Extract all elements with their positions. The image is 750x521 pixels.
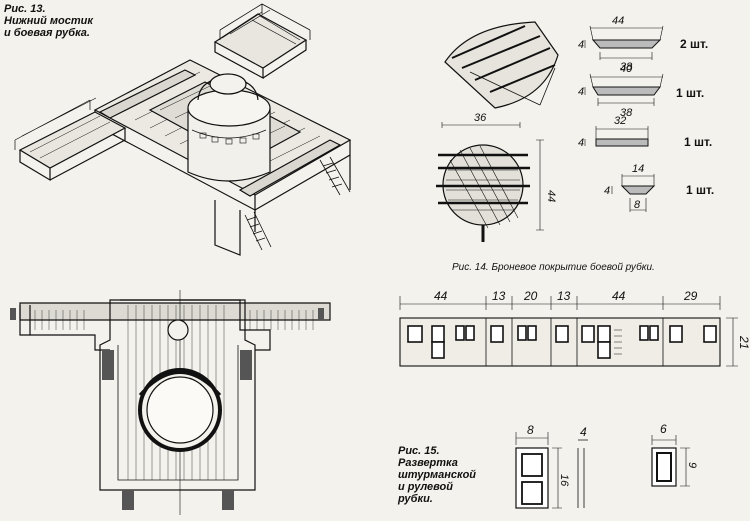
plate4-thickness: 4 (604, 185, 610, 197)
fig15-title: Рис. 15. (398, 445, 440, 457)
plate3-qty: 1 шт. (684, 135, 712, 149)
fig15-caption-line: рубки. (398, 493, 433, 505)
fig14-caption: Рис. 14. Броневое покрытие боевой рубки. (452, 262, 655, 274)
strip-dim-2: 13 (492, 289, 506, 303)
fig14-armour-plan (436, 122, 544, 242)
fig14-dim-labels: 44 38 4 2 шт. 40 38 4 1 шт. 32 4 1 шт. 1… (474, 15, 714, 211)
plate4-bottom-dim: 8 (634, 199, 641, 211)
plan-height-dim: 44 (545, 190, 557, 202)
strip-height-dim: 21 (737, 335, 750, 349)
plate1-qty: 2 шт. (680, 37, 708, 51)
window-a-height: 16 (558, 474, 570, 487)
fig13-isometric-bridge (14, 3, 352, 256)
plate2-bottom-dim: 38 (620, 107, 633, 119)
window-b-width: 6 (660, 422, 667, 436)
plate3-top-dim: 32 (614, 115, 626, 127)
fig14-caption-text: Рис. 14. Броневое покрытие боевой рубки. (452, 262, 655, 273)
window-a-width: 8 (527, 423, 534, 437)
plate2-thickness: 4 (578, 86, 584, 98)
fig13-caption-line: Нижний мостик (4, 15, 93, 27)
fig13-caption: Рис. 13. Нижний мостик и боевая рубка. (4, 3, 93, 39)
plate1-top-dim: 44 (612, 15, 624, 27)
plate4-qty: 1 шт. (686, 183, 714, 197)
plate2-qty: 1 шт. (676, 86, 704, 100)
window-a-side: 4 (580, 425, 587, 439)
fig15-window-a (515, 432, 588, 509)
fig15-dim-labels: 44 13 20 13 44 29 21 8 16 4 6 9 (434, 289, 750, 487)
fig15-window-b (651, 435, 690, 487)
fig15-caption: Рис. 15. Развертка штурманской и рулевой… (398, 445, 476, 505)
plate1-bottom-dim: 38 (620, 61, 633, 73)
fig14-armour-isometric (444, 21, 559, 109)
plate4-top-dim: 14 (632, 163, 644, 175)
plate3-thickness: 4 (578, 137, 584, 149)
fig15-caption-line: и рулевой (398, 481, 453, 493)
fig13-caption-line: и боевая рубка. (4, 27, 90, 39)
fig15-caption-line: Развертка (398, 457, 458, 469)
strip-dim-3: 20 (523, 289, 538, 303)
plate2-top-dim: 40 (620, 63, 633, 75)
strip-dim-4: 13 (557, 289, 571, 303)
window-b-height: 9 (686, 462, 698, 468)
fig13-plan-view (10, 290, 331, 515)
fig13-title: Рис. 13. (4, 3, 46, 15)
plan-width-dim: 36 (474, 112, 487, 124)
plate1-thickness: 4 (578, 39, 584, 51)
strip-dim-6: 29 (683, 289, 698, 303)
strip-dim-1: 44 (434, 289, 448, 303)
fig15-strip (399, 296, 738, 367)
fig14-plate-profiles (584, 25, 664, 212)
fig15-caption-line: штурманской (398, 469, 477, 481)
strip-dim-5: 44 (612, 289, 626, 303)
